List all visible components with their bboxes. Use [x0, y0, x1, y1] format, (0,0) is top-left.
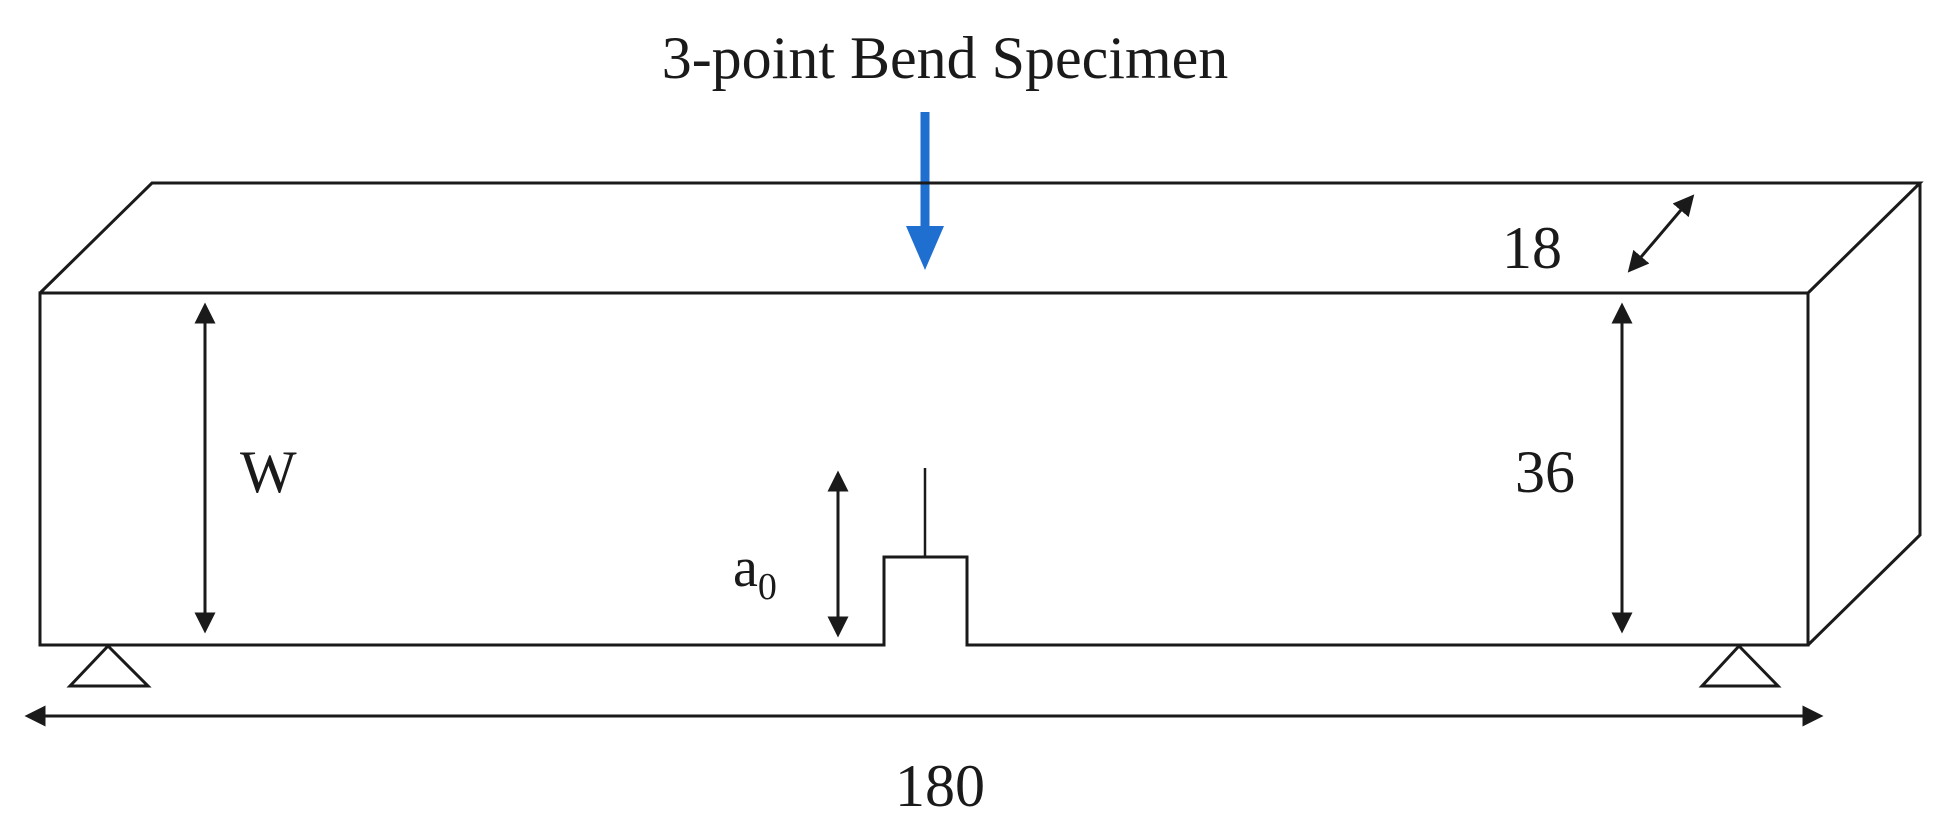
width-label: W: [240, 439, 297, 505]
down-arrow-icon: [906, 226, 944, 270]
crack-length-label: a0: [733, 537, 777, 608]
left-support-icon: [66, 643, 152, 688]
depth-label: 36: [1515, 439, 1575, 505]
right-support-icon: [1698, 643, 1782, 688]
load-arrow: [906, 112, 944, 270]
span-label: 180: [895, 753, 985, 819]
beam-specimen: [38, 181, 1924, 647]
beam-front-face: [38, 291, 1810, 647]
beam-top-face: [38, 181, 1924, 295]
diagram-title: 3-point Bend Specimen: [662, 25, 1229, 91]
beam-side-face: [1806, 183, 1922, 647]
thickness-label: 18: [1502, 215, 1562, 281]
thickness-dimension-arrow: [1627, 194, 1695, 273]
